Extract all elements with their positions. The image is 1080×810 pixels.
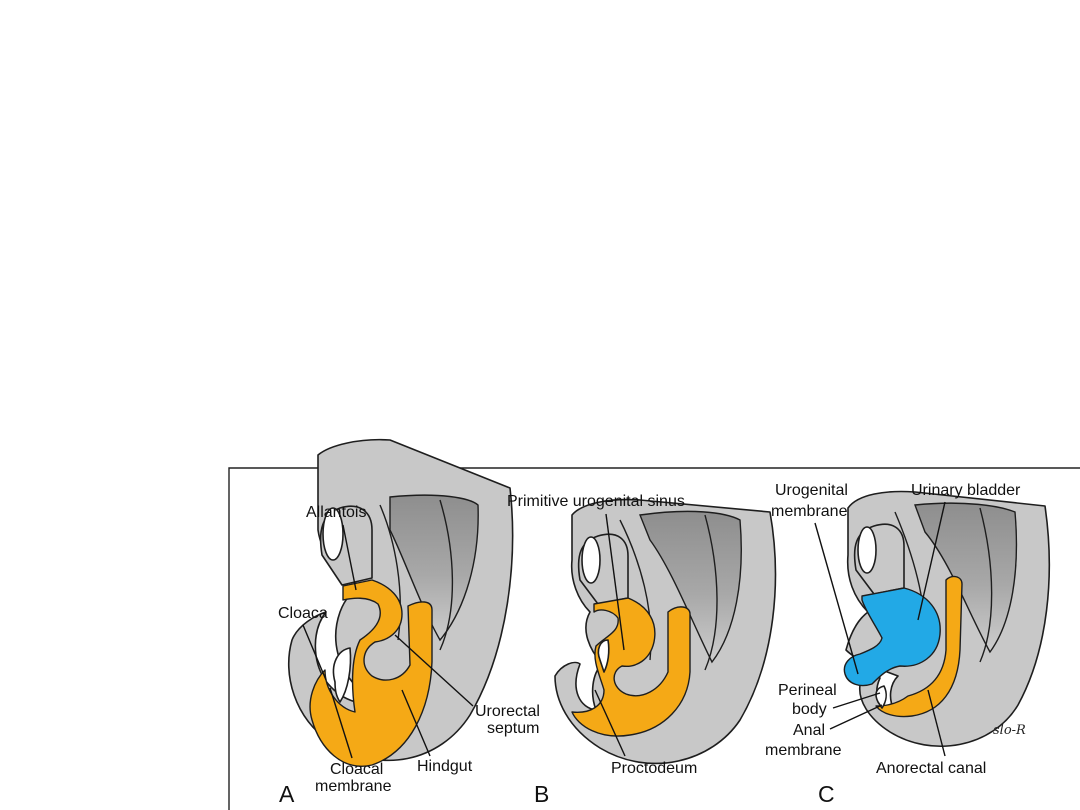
panel-b-urogenital-sinus-rectum	[571, 597, 691, 737]
label-perineal-line1: Perineal	[778, 682, 837, 699]
label-anorectal-canal: Anorectal canal	[876, 760, 986, 777]
panel-c	[843, 490, 1051, 747]
panel-c-letter: C	[818, 781, 835, 807]
label-urogenital-line1: Urogenital	[775, 482, 848, 499]
figure-frame	[228, 467, 1080, 810]
label-cloacal-line2: membrane	[315, 778, 392, 795]
label-primitive-urogenital-sinus: Primitive urogenital sinus	[507, 493, 685, 510]
label-allantois: Allantois	[306, 504, 366, 521]
panel-c-urinary-bladder	[843, 587, 941, 687]
artist-signature: slo-R	[993, 723, 1026, 738]
label-cloaca: Cloaca	[278, 605, 328, 622]
panel-b-letter: B	[534, 781, 549, 807]
panel-b	[554, 498, 777, 765]
label-hindgut: Hindgut	[417, 758, 473, 775]
label-anal-line1: Anal	[793, 722, 825, 739]
label-urogenital-line2: membrane	[771, 503, 848, 520]
label-urorectal-line2: septum	[487, 720, 539, 737]
label-perineal-line2: body	[792, 701, 827, 718]
label-proctodeum: Proctodeum	[611, 760, 697, 777]
panel-a-body-shading	[389, 494, 479, 642]
label-urinary-bladder: Urinary bladder	[911, 482, 1021, 499]
label-urorectal-line1: Urorectal	[475, 703, 540, 720]
panel-c-anorectal-canal	[875, 575, 963, 718]
panel-a-letter: A	[279, 781, 295, 807]
label-cloacal-line1: Cloacal	[330, 761, 383, 778]
label-anal-line2: membrane	[765, 742, 842, 759]
